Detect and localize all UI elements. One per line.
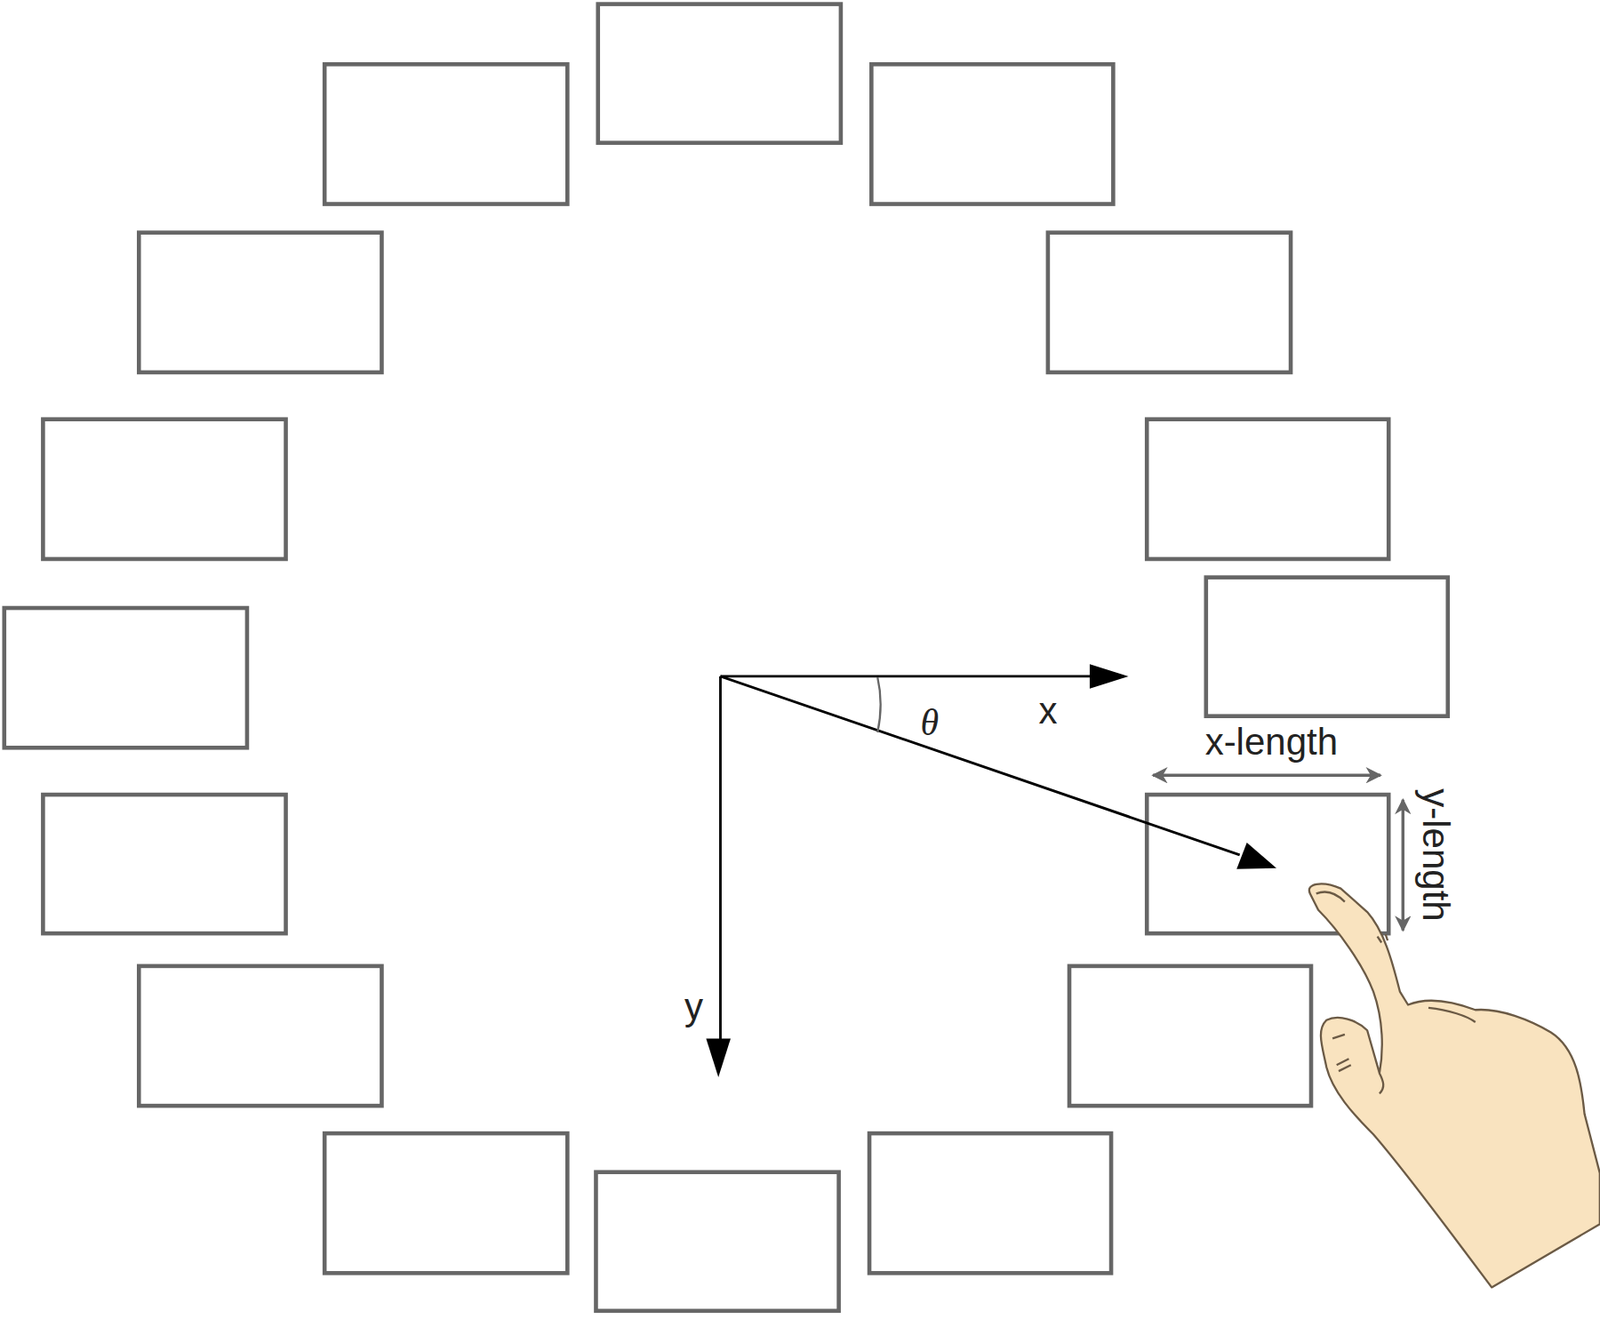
target-rectangle	[595, 1172, 839, 1312]
target-rectangle	[42, 419, 286, 560]
target-rectangle	[138, 966, 382, 1106]
dimension-label: y-length	[1416, 785, 1456, 924]
target-rectangle	[869, 1133, 1112, 1273]
y-axis-head	[705, 1038, 731, 1078]
target-rectangle	[4, 608, 248, 748]
target-rectangle	[1146, 419, 1389, 560]
target-rectangle	[1069, 966, 1312, 1106]
direction-arrow	[720, 676, 1240, 856]
target-rectangle	[1048, 232, 1291, 373]
x-length-dimension	[1152, 774, 1381, 777]
target-rectangle	[871, 64, 1113, 204]
theta-arc	[877, 677, 880, 733]
x-axis-head	[1089, 664, 1129, 689]
target-rectangles	[4, 4, 1448, 1312]
angle-label: θ	[917, 703, 942, 743]
axis-label: x	[1035, 691, 1060, 731]
pointing-hand	[1309, 883, 1600, 1288]
dimension-label: x-length	[1202, 722, 1341, 762]
target-rectangle	[324, 1133, 568, 1273]
axis-label: y	[681, 987, 706, 1027]
y-axis	[719, 676, 722, 1041]
target-rectangle	[1206, 577, 1448, 717]
target-rectangle	[138, 232, 382, 373]
y-length-dimension	[1401, 800, 1405, 931]
target-rectangle	[42, 794, 286, 934]
target-rectangle	[598, 4, 841, 144]
target-rectangle	[324, 64, 568, 204]
x-axis	[720, 675, 1092, 679]
direction-head	[1236, 842, 1277, 870]
